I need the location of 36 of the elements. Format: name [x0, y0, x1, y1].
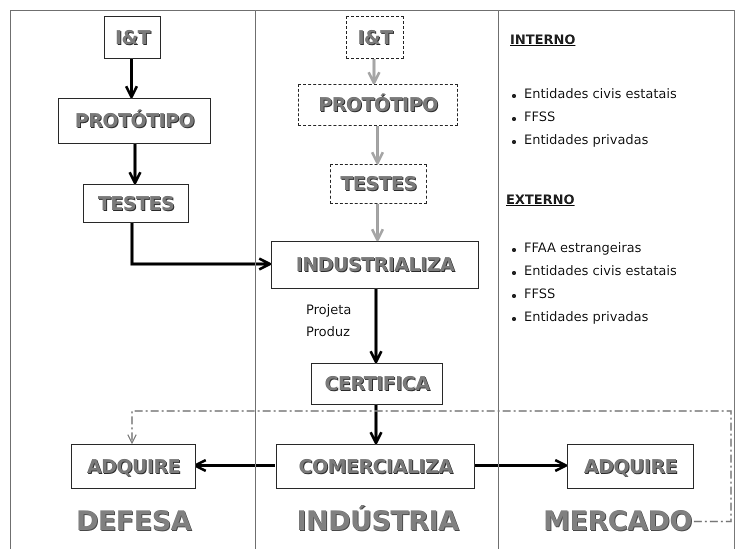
- process-box: ADQUIRE: [71, 444, 196, 489]
- arrow: [370, 125, 384, 164]
- arrow: [130, 222, 272, 271]
- arrow: [128, 143, 142, 184]
- process-box: TESTES: [330, 164, 427, 204]
- arrow: [124, 58, 138, 98]
- arrow: [369, 288, 383, 364]
- arrow: [367, 58, 381, 84]
- column-band: [498, 10, 735, 549]
- column-heading: MERCADO: [543, 506, 692, 537]
- process-box: COMERCIALIZA: [276, 444, 475, 489]
- process-box: I&T: [104, 16, 161, 59]
- list-item: FFAA estrangeiras: [524, 241, 642, 256]
- column-band: [10, 10, 255, 549]
- process-box: PROTÓTIPO: [58, 98, 211, 144]
- list-item: Entidades privadas: [524, 310, 648, 325]
- list-item: Entidades civis estatais: [524, 264, 677, 279]
- column-band: [255, 10, 498, 549]
- list-item: FFSS: [524, 110, 556, 125]
- list-item: Entidades civis estatais: [524, 87, 677, 102]
- list-item: Entidades privadas: [524, 133, 648, 148]
- process-box: TESTES: [83, 184, 189, 223]
- list-heading: INTERNO: [510, 33, 576, 48]
- process-box: ADQUIRE: [567, 444, 694, 489]
- arrow: [369, 404, 383, 444]
- list-heading: EXTERNO: [506, 193, 575, 208]
- process-box: CERTIFICA: [311, 363, 443, 405]
- process-box: I&T: [346, 16, 404, 59]
- column-heading: INDÚSTRIA: [296, 506, 459, 537]
- process-box: PROTÓTIPO: [298, 84, 458, 126]
- arrow: [474, 458, 568, 472]
- list-item: FFSS: [524, 287, 556, 302]
- arrow: [370, 203, 384, 242]
- process-box: INDUSTRIALIZA: [271, 241, 479, 289]
- column-heading: DEFESA: [76, 506, 192, 537]
- arrow: [127, 410, 732, 522]
